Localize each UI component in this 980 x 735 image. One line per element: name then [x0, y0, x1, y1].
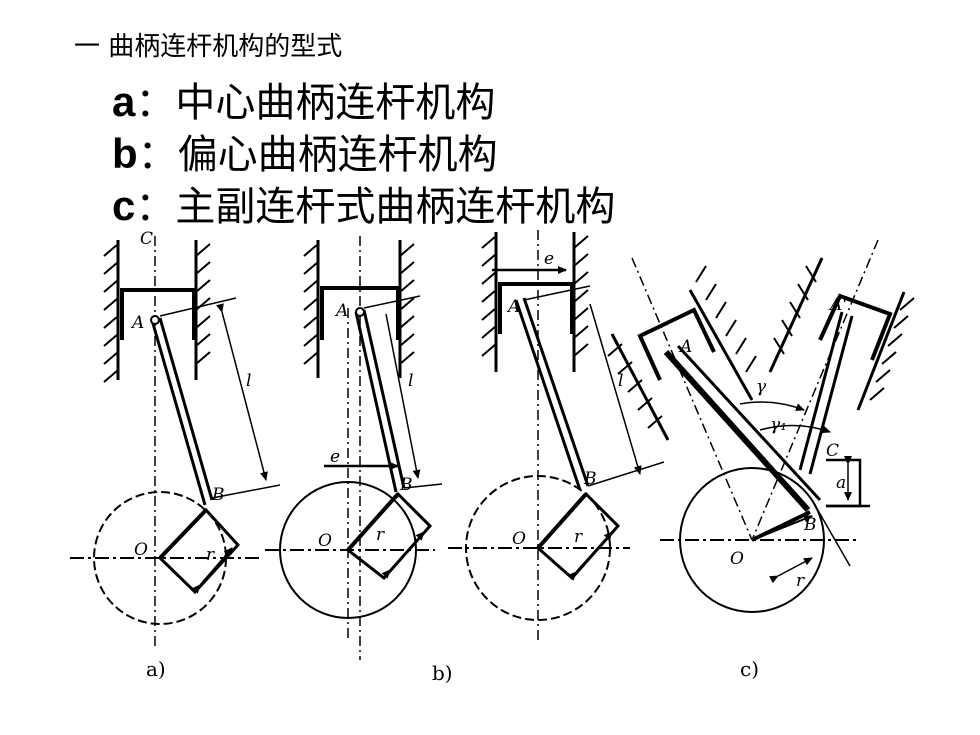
diagram-b	[265, 236, 443, 660]
label-A-prime: A'	[828, 295, 847, 315]
label-A-c2: A	[678, 337, 692, 357]
label-e-c1: e	[544, 249, 554, 269]
label-B-a: B	[211, 485, 225, 505]
section-heading: 一 曲柄连杆机构的型式	[74, 32, 343, 62]
label-gamma1: γ₁	[770, 415, 787, 435]
diagram-labels: C A B O r l A B O r e l e A B O r l A A'…	[130, 229, 847, 685]
diagram-c-offset	[448, 230, 665, 640]
label-a-c2: a	[836, 473, 846, 493]
list-item-c: c：主副连杆式曲柄连杆机构	[112, 180, 615, 233]
label-O-c1: O	[512, 529, 526, 549]
label-O-a: O	[134, 540, 148, 560]
item-text: ：中心曲柄连杆机构	[135, 80, 496, 126]
label-r-c1: r	[574, 527, 583, 547]
caption-c: c)	[740, 657, 759, 681]
label-B-c1: B	[583, 469, 597, 489]
label-r-a: r	[206, 545, 215, 565]
label-O-b: O	[318, 531, 332, 551]
label-l-b: l	[408, 371, 413, 391]
label-r-b: r	[376, 525, 385, 545]
diagram-c-vee	[607, 239, 915, 613]
item-letter: a	[112, 78, 136, 125]
label-e-b: e	[330, 447, 340, 467]
label-A-b: A	[334, 301, 348, 321]
caption-b: b)	[432, 661, 453, 685]
item-text: ：主副连杆式曲柄连杆机构	[135, 184, 616, 230]
label-B-c2: B	[803, 515, 817, 535]
label-C-c2: C	[826, 441, 839, 461]
label-O-c2: O	[730, 549, 744, 569]
label-A-c1: A	[506, 297, 520, 317]
label-A-a: A	[130, 313, 144, 333]
label-B-b: B	[399, 475, 413, 495]
item-text: ：偏心曲柄连杆机构	[137, 132, 498, 178]
label-r-c2: r	[796, 571, 805, 591]
item-letter: b	[112, 130, 138, 177]
label-C: C	[140, 229, 153, 249]
diagram-a	[70, 236, 281, 650]
item-letter: c	[112, 182, 136, 229]
list-item-a: a：中心曲柄连杆机构	[112, 76, 495, 129]
label-l-c1: l	[618, 371, 623, 391]
caption-a: a)	[146, 657, 166, 681]
label-gamma: γ	[756, 377, 767, 397]
list-item-b: b：偏心曲柄连杆机构	[112, 128, 498, 181]
label-l-a: l	[246, 371, 251, 391]
